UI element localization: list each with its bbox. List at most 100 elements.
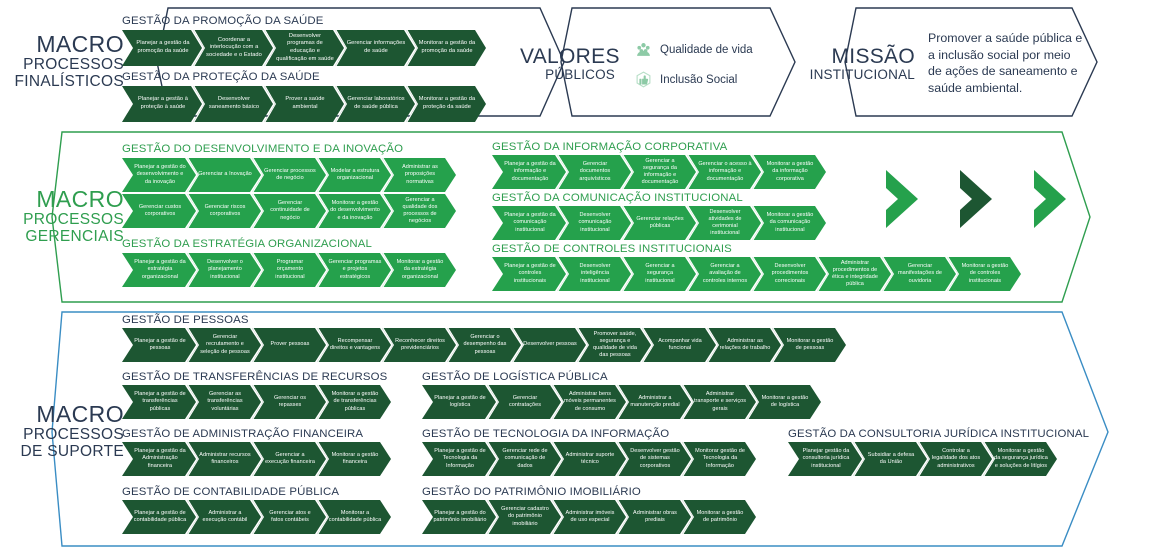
group-title: GESTÃO DA INFORMAÇÃO CORPORATIVA [492, 141, 728, 153]
process-step[interactable]: Desenvolver inteligência institucional [557, 257, 631, 291]
process-row: Planejar a gestão de Tecnologia da Infor… [422, 442, 747, 476]
process-step[interactable]: Gerenciar relações públicas [622, 206, 696, 240]
process-step[interactable]: Monitorar a gestão da informação corpora… [752, 155, 826, 189]
process-step[interactable]: Desenvolver programas de educação e qual… [264, 30, 344, 66]
process-step[interactable]: Administrar as proposições normativas [382, 158, 456, 192]
process-step[interactable]: Desenvolver saneamento básico [193, 86, 273, 122]
process-step[interactable]: Desenvolver gestão de sistemas corporati… [617, 442, 691, 476]
process-step[interactable]: Reconhecer direitos previdenciários [382, 328, 456, 362]
process-step[interactable]: Desenvolver procedimentos correcionais [752, 257, 826, 291]
process-step[interactable]: Programar orçamento institucional [252, 253, 326, 287]
process-step[interactable]: Gerenciar cadastro do patrimônio imobili… [487, 500, 561, 534]
process-step[interactable]: Gerenciar laboratórios de saúde pública [335, 86, 415, 122]
process-step[interactable]: Monitorar a gestão de logística [747, 385, 821, 419]
process-step[interactable]: Desenvolver comunicação institucional [557, 206, 631, 240]
process-step-label: Monitorar a contabilidade pública [328, 509, 382, 523]
process-step[interactable]: Gerenciar os repasses [252, 385, 326, 419]
process-step[interactable]: Gerenciar a execução financeira [252, 442, 326, 476]
process-step[interactable]: Monitorar a gestão do desenvolvimento e … [317, 194, 391, 228]
process-step[interactable]: Planejar a gestão de controles instituci… [492, 257, 566, 291]
process-step[interactable]: Desenvolver o planejamento institucional [187, 253, 261, 287]
process-step[interactable]: Monitorar a gestão de pessoas [772, 328, 846, 362]
process-step[interactable]: Gerenciar custos corporativos [122, 194, 196, 228]
process-step[interactable]: Monitorar a gestão da segurança jurídica… [983, 442, 1057, 476]
process-step[interactable]: Gerenciar a segurança institucional [622, 257, 696, 291]
process-step[interactable]: Monitorar a gestão da comunicação instit… [752, 206, 826, 240]
process-step[interactable]: Planejar a gestão do patrimônio imobiliá… [422, 500, 496, 534]
process-step[interactable]: Controlar a legalidade dos atos administ… [918, 442, 992, 476]
process-step-label: Planejar a gestão de controles instituci… [504, 263, 556, 284]
process-step[interactable]: Recompensar direitos e vantagens [317, 328, 391, 362]
process-step-label: Desenvolver atividades de cerimonial ins… [708, 208, 742, 237]
process-step[interactable]: Administrar procedimentos de ética e int… [817, 257, 891, 291]
process-step[interactable]: Monitorar a gestão da estratégia organiz… [382, 253, 456, 287]
process-step[interactable]: Monitorar gestão de Tecnologia da Inform… [682, 442, 756, 476]
process-step[interactable]: Planejar a gestão de logística [422, 385, 496, 419]
process-step[interactable]: Gerenciar programas e projetos estratégi… [317, 253, 391, 287]
process-step[interactable]: Administrar imóveis de uso especial [552, 500, 626, 534]
process-step[interactable]: Coordenar a interlocução com a sociedade… [193, 30, 273, 66]
process-step-label: Planejar a gestão de pessoas [134, 337, 186, 351]
process-step[interactable]: Gerenciar processos de negócio [252, 158, 326, 192]
process-step[interactable]: Planejar a gestão da informação e docume… [492, 155, 566, 189]
process-step[interactable]: Promover saúde, segurança e qualidade de… [577, 328, 651, 362]
process-step-label: Controlar a legalidade dos atos administ… [931, 448, 981, 469]
process-step[interactable]: Gerenciar recrutamento e seleção de pess… [187, 328, 261, 362]
process-step[interactable]: Monitorar a gestão de patrimônio [682, 500, 756, 534]
process-step[interactable]: Planejar a gestão de contabilidade públi… [122, 500, 196, 534]
process-step[interactable]: Gerenciar a segurança da informação e do… [622, 155, 696, 189]
process-step[interactable]: Gerenciar contratações [487, 385, 561, 419]
process-step[interactable]: Gerenciar o desempenho das pessoas [447, 328, 521, 362]
process-step[interactable]: Prover a saúde ambiental [264, 86, 344, 122]
process-step[interactable]: Subsidiar a defesa da União [853, 442, 927, 476]
process-step[interactable]: Planejar a gestão à proteção à saúde [122, 86, 202, 122]
process-step[interactable]: Gerenciar a qualidade dos processos de n… [382, 194, 456, 228]
process-step[interactable]: Administrar a manutenção predial [617, 385, 691, 419]
process-step[interactable]: Monitorar a gestão da proteção da saúde [406, 86, 486, 122]
process-step[interactable]: Gerenciar a avaliação de controles inter… [687, 257, 761, 291]
process-step[interactable]: Monitorar a contabilidade pública [317, 500, 391, 534]
process-step[interactable]: Gerenciar o acesso à informação e docume… [687, 155, 761, 189]
process-step[interactable]: Planejar a gestão de pessoas [122, 328, 196, 362]
process-step[interactable]: Gerenciar atos e fatos contábeis [252, 500, 326, 534]
process-step[interactable]: Administrar bens móveis permanentes de c… [552, 385, 626, 419]
process-step[interactable]: Gerenciar documentos arquivísticos [557, 155, 631, 189]
process-step-label: Gerenciar relações públicas [636, 215, 684, 229]
process-step[interactable]: Prover pessoas [252, 328, 326, 362]
process-step[interactable]: Gerenciar riscos corporativos [187, 194, 261, 228]
process-step[interactable]: Gerenciar a Inovação [187, 158, 261, 192]
process-step[interactable]: Planejar a gestão do desenvolvimento e d… [122, 158, 196, 192]
process-step-label: Gerenciar recrutamento e seleção de pess… [200, 334, 250, 355]
process-step[interactable]: Administrar recursos financeiros [187, 442, 261, 476]
process-step-label: Planejar a gestão da informação e docume… [504, 161, 556, 182]
process-step[interactable]: Gerenciar manifestações de ouvidoria [882, 257, 956, 291]
process-step[interactable]: Planejar a gestão da comunicação institu… [492, 206, 566, 240]
process-step[interactable]: Administrar as relações de trabalho [707, 328, 781, 362]
process-step[interactable]: Gerenciar rede de comunicação de dados [487, 442, 561, 476]
process-step[interactable]: Administrar obras prediais [617, 500, 691, 534]
process-step[interactable]: Planejar a gestão da Administração finan… [122, 442, 196, 476]
process-step[interactable]: Monitorar a gestão da promoção da saúde [406, 30, 486, 66]
process-step[interactable]: Gerenciar continuidade de negócio [252, 194, 326, 228]
process-step[interactable]: Administrar transporte e serviços gerais [682, 385, 756, 419]
process-row: Planejar a gestão de controles instituci… [492, 257, 1012, 291]
process-step[interactable]: Modelar a estrutura organizacional [317, 158, 391, 192]
process-step[interactable]: Planejar a gestão da promoção da saúde [122, 30, 202, 66]
process-step[interactable]: Planejar gestão da consultoria jurídica … [788, 442, 862, 476]
process-step[interactable]: Planejar a gestão da estratégia organiza… [122, 253, 196, 287]
process-step[interactable]: Planejar a gestão de transferências públ… [122, 385, 196, 419]
process-step[interactable]: Monitorar a gestão financeira [317, 442, 391, 476]
process-step-label: Administrar transporte e serviços gerais [693, 391, 747, 412]
process-step[interactable]: Gerenciar as transferências voluntárias [187, 385, 261, 419]
process-step[interactable]: Gerenciar informações de saúde [335, 30, 415, 66]
process-step[interactable]: Monitorar a gestão de controles instituc… [947, 257, 1021, 291]
process-step[interactable]: Desenvolver pessoas [512, 328, 586, 362]
process-step-label: Programar orçamento institucional [275, 259, 305, 280]
process-step[interactable]: Acompanhar vida funcional [642, 328, 716, 362]
process-step[interactable]: Administrar suporte técnico [552, 442, 626, 476]
process-step[interactable]: Desenvolver atividades de cerimonial ins… [687, 206, 761, 240]
process-step[interactable]: Monitorar a gestão de transferências púb… [317, 385, 391, 419]
process-step[interactable]: Planejar a gestão de Tecnologia da Infor… [422, 442, 496, 476]
process-step[interactable]: Administrar a execução contábil [187, 500, 261, 534]
